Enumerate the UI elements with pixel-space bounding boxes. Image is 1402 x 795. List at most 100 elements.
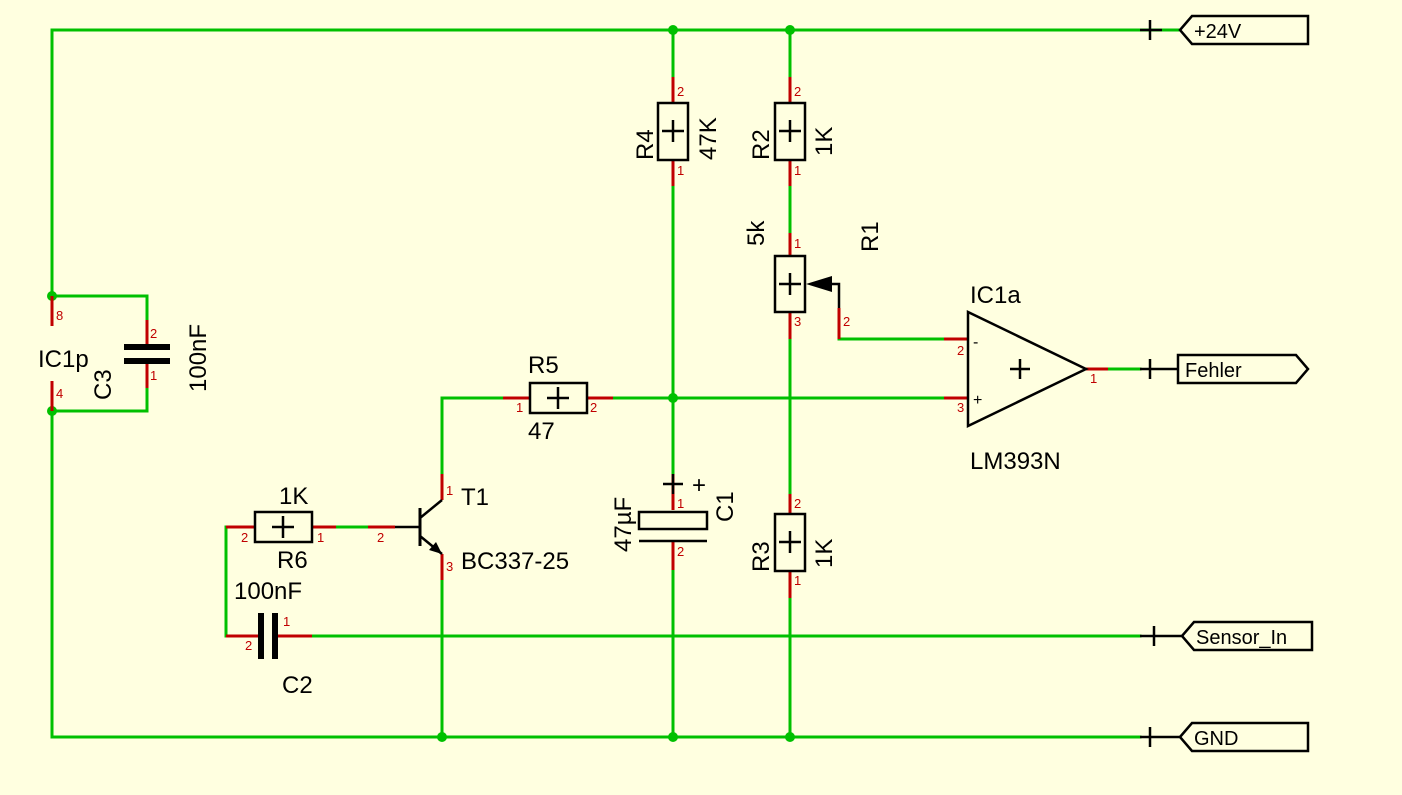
value-label: 1K (279, 483, 308, 510)
resistor-r4[interactable]: 2 1 R4 47K (632, 77, 722, 186)
port-label: +24V (1194, 21, 1242, 43)
wiper-arrow-icon (806, 276, 832, 292)
capacitor-plate (124, 344, 170, 350)
pin-number: 1 (794, 163, 801, 178)
value-label: 47K (695, 117, 722, 160)
resistor-r5[interactable]: 1 2 R5 47 (503, 352, 613, 445)
pin-number: 1 (446, 483, 453, 498)
pin-number: 2 (677, 84, 684, 99)
capacitor-plate (124, 358, 170, 364)
capacitor-c3[interactable]: 2 1 100nF C3 (90, 320, 212, 400)
pin-number: 1 (794, 573, 801, 588)
pin-number: 2 (677, 544, 684, 559)
value-label: 47µF (610, 497, 637, 552)
junction-dot (668, 25, 678, 35)
capacitor-c2[interactable]: 2 1 100nF C2 (226, 578, 313, 699)
ref-label: C2 (282, 672, 313, 699)
pin-number: 1 (317, 530, 324, 545)
port-flag (1176, 353, 1310, 385)
pin-number: 2 (245, 638, 252, 653)
transistor-t1[interactable]: 1 2 3 T1 BC337-25 (368, 474, 569, 580)
resistor-body (773, 254, 807, 314)
value-label: 1K (811, 539, 838, 568)
pin-number: 2 (150, 326, 157, 341)
pin-number: 2 (794, 84, 801, 99)
pin-number: 3 (794, 314, 801, 329)
pin-number: 1 (516, 400, 523, 415)
pin-number: 1 (794, 236, 801, 251)
ref-label: R6 (277, 547, 308, 574)
pin-number: 1 (283, 614, 290, 629)
port-flag (1178, 14, 1310, 46)
ref-label: R1 (857, 221, 884, 252)
emitter-arrow-icon (429, 542, 442, 554)
junction-dot (785, 25, 795, 35)
port-gnd[interactable]: GND (1140, 721, 1310, 753)
junctions (47, 25, 795, 742)
pin-number: 3 (446, 559, 453, 574)
pin-number: 2 (843, 314, 850, 329)
capacitor-plate (258, 613, 264, 659)
pin-number: 2 (377, 530, 384, 545)
ref-label: IC1p (38, 346, 89, 373)
pin-number: 1 (150, 368, 157, 383)
ref-label: C1 (712, 491, 739, 522)
resistor-body (773, 512, 807, 573)
pin-number: 2 (241, 530, 248, 545)
junction-dot (668, 393, 678, 403)
wiper-line (830, 282, 841, 308)
port-sensor-in[interactable]: Sensor_In (1140, 620, 1314, 652)
resistor-r6[interactable]: 2 1 1K R6 (226, 483, 336, 574)
resistor-body (528, 381, 589, 415)
ref-label: IC1a (970, 282, 1021, 309)
ref-label: R5 (528, 352, 559, 379)
collector-line (419, 499, 443, 519)
ref-label: R4 (632, 129, 659, 160)
pin-number: 2 (794, 496, 801, 511)
capacitor-plate (272, 613, 278, 659)
value-label: 100nF (185, 324, 212, 392)
value-label: BC337-25 (461, 548, 569, 575)
resistor-body (656, 101, 690, 162)
comparator-body (966, 310, 1089, 428)
pin-number: 2 (957, 343, 964, 358)
capacitor-plate (637, 510, 709, 531)
junction-dot (437, 732, 447, 742)
plus-input-mark: + (973, 392, 982, 409)
capacitor-c1[interactable]: + 1 2 47µF C1 (610, 472, 739, 570)
port-24v[interactable]: +24V (1138, 14, 1310, 46)
pin-number: 2 (590, 400, 597, 415)
port-flag (1178, 721, 1310, 753)
ic1p-power-pins[interactable]: 8 4 IC1p (38, 296, 89, 411)
wires (50, 28, 1142, 739)
value-label: LM393N (970, 448, 1061, 475)
resistor-r2[interactable]: 2 1 R2 1K (748, 77, 838, 186)
pin-number: 1 (677, 163, 684, 178)
resistor-body (253, 510, 314, 544)
resistor-body (773, 101, 807, 162)
value-label: 47 (528, 418, 555, 445)
polarity-label: + (692, 472, 706, 499)
port-fehler[interactable]: Fehler (1140, 353, 1310, 385)
pin-number: 8 (56, 308, 63, 323)
pin-number: 4 (56, 386, 63, 401)
pin-number: 3 (957, 400, 964, 415)
minus-input-mark: - (973, 334, 978, 351)
value-label: 1K (811, 127, 838, 156)
port-label: Fehler (1185, 360, 1242, 382)
potentiometer-r1[interactable]: 1 3 2 5k R1 (743, 220, 884, 339)
port-label: Sensor_In (1196, 627, 1287, 649)
pin-number: 1 (1090, 371, 1097, 386)
ref-label: T1 (461, 484, 489, 511)
port-flag (1180, 620, 1314, 652)
port-label: GND (1194, 728, 1238, 750)
value-label: 100nF (234, 578, 302, 605)
ref-label: C3 (90, 369, 117, 400)
value-label: 5k (743, 220, 770, 246)
resistor-r3[interactable]: 2 1 R3 1K (748, 494, 838, 598)
junction-dot (785, 732, 795, 742)
junction-dot (668, 732, 678, 742)
comparator-ic1a[interactable]: - + 2 3 1 IC1a LM393N (944, 282, 1108, 475)
ref-label: R3 (748, 541, 775, 572)
